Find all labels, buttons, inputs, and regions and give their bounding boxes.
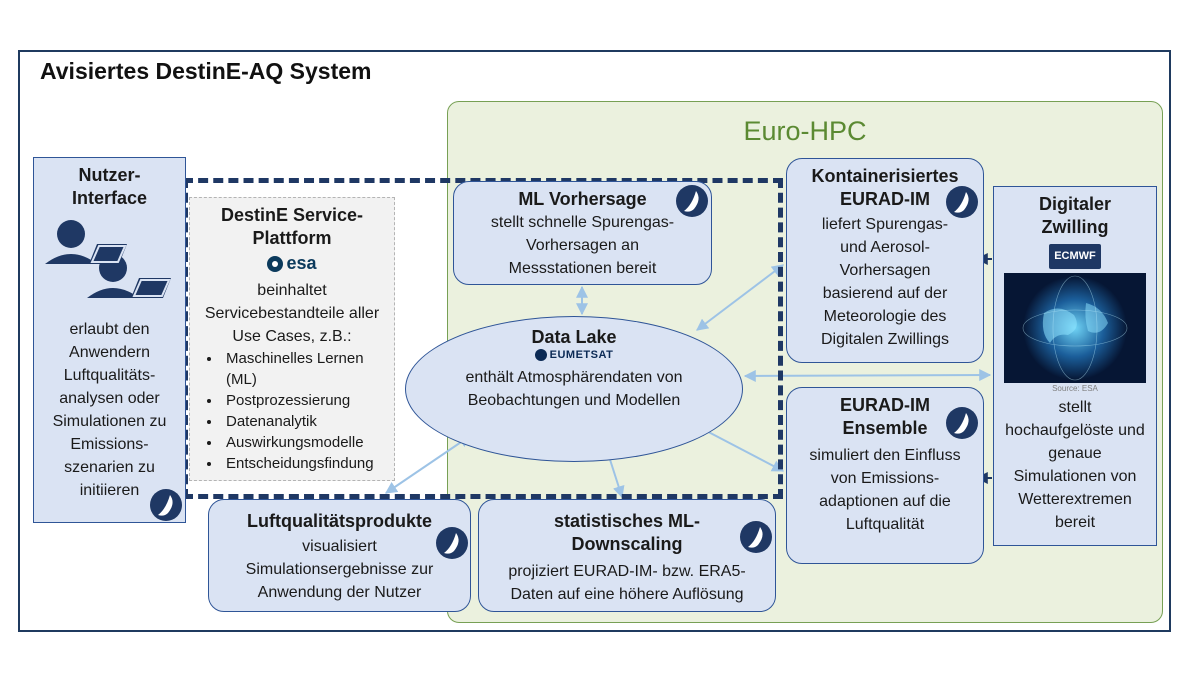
esa-icon	[267, 255, 284, 272]
arrow-eurad-datalake	[696, 264, 784, 331]
list-item: Postprozessierung	[222, 390, 388, 411]
users-laptop-icon	[44, 220, 171, 298]
ml-vorhersage-heading: ML Vorhersage	[518, 189, 647, 209]
air-quality-products-box[interactable]: Luftqualitätsprodukte visualisiert Simul…	[208, 499, 471, 612]
page-title: Avisiertes DestinE-AQ System	[40, 58, 372, 84]
euro-hpc-label: Euro-HPC	[743, 116, 867, 146]
ecmwf-logo: ECMWF	[994, 243, 1156, 269]
destine-platform-text: beinhaltet Servicebestandteile aller Use…	[204, 281, 380, 345]
destine-platform-box[interactable]: DestinE Service-Plattform esa beinhaltet…	[189, 197, 395, 481]
nutzer-interface-text: erlaubt den Anwendern Luftqualitäts-anal…	[52, 321, 167, 499]
nutzer-interface-heading: Nutzer- Interface	[71, 165, 148, 208]
list-item: Maschinelles Lernen (ML)	[222, 348, 388, 390]
esa-logo: esa	[196, 253, 388, 277]
ml-downscaling-text: projiziert EURAD-IM- bzw. ERA5-Daten auf…	[508, 563, 746, 603]
digital-twin-heading: Digitaler Zwilling	[1038, 194, 1112, 237]
arrow-twin-datalake	[743, 369, 992, 382]
check-icon	[946, 186, 978, 218]
ml-downscaling-heading: statistisches ML-Downscaling	[553, 511, 701, 554]
globe-icon	[1004, 273, 1146, 383]
digital-twin-text: stellt hochaufgelöste und genaue Simulat…	[1005, 399, 1145, 531]
air-quality-products-heading: Luftqualitätsprodukte	[247, 511, 432, 531]
eurad-ensemble-text: simuliert den Einfluss von Emissions-ada…	[809, 447, 961, 533]
list-item: Datenanalytik	[222, 411, 388, 432]
eurad-ensemble-heading: EURAD-IM Ensemble	[840, 395, 930, 438]
check-icon	[436, 527, 468, 559]
data-lake-ellipse[interactable]: Data Lake EUMETSAT enthält Atmosphärenda…	[405, 316, 743, 462]
list-item: Auswirkungsmodelle	[222, 432, 388, 453]
image-source: Source: ESA	[1052, 384, 1098, 393]
arrow-ensemble-datalake	[695, 425, 785, 472]
ml-downscaling-box[interactable]: statistisches ML-Downscaling projiziert …	[478, 499, 776, 612]
list-item: Entscheidungsfindung	[222, 453, 388, 474]
check-icon	[676, 185, 708, 217]
destine-platform-heading: DestinE Service-Plattform	[220, 205, 364, 248]
eurad-im-heading: Kontainerisiertes EURAD-IM	[811, 166, 959, 209]
eurad-im-text: liefert Spurengas- und Aerosol-Vorhersag…	[820, 216, 950, 348]
ml-vorhersage-box[interactable]: ML Vorhersage stellt schnelle Spurengas-…	[453, 181, 712, 285]
arrow-products-datalake	[385, 435, 471, 494]
check-icon	[740, 521, 772, 553]
nutzer-interface-box[interactable]: Nutzer- Interface erlaubt den Anwendern …	[33, 157, 186, 523]
data-lake-text: enthält Atmosphärendaten von Beobachtung…	[465, 369, 683, 409]
digital-twin-box[interactable]: Digitaler Zwilling ECMWF Source: ESA ste…	[993, 186, 1157, 546]
check-icon	[150, 489, 182, 521]
air-quality-products-text: visualisiert Simulationsergebnisse zur A…	[245, 538, 434, 601]
check-icon	[946, 407, 978, 439]
eumetsat-icon	[534, 349, 547, 361]
data-lake-heading: Data Lake	[531, 327, 617, 347]
use-case-list: Maschinelles Lernen (ML) Postprozessieru…	[196, 348, 388, 474]
ml-vorhersage-text: stellt schnelle Spurengas-Vorhersagen an…	[490, 214, 675, 277]
eumetsat-logo: EUMETSAT	[406, 348, 742, 366]
